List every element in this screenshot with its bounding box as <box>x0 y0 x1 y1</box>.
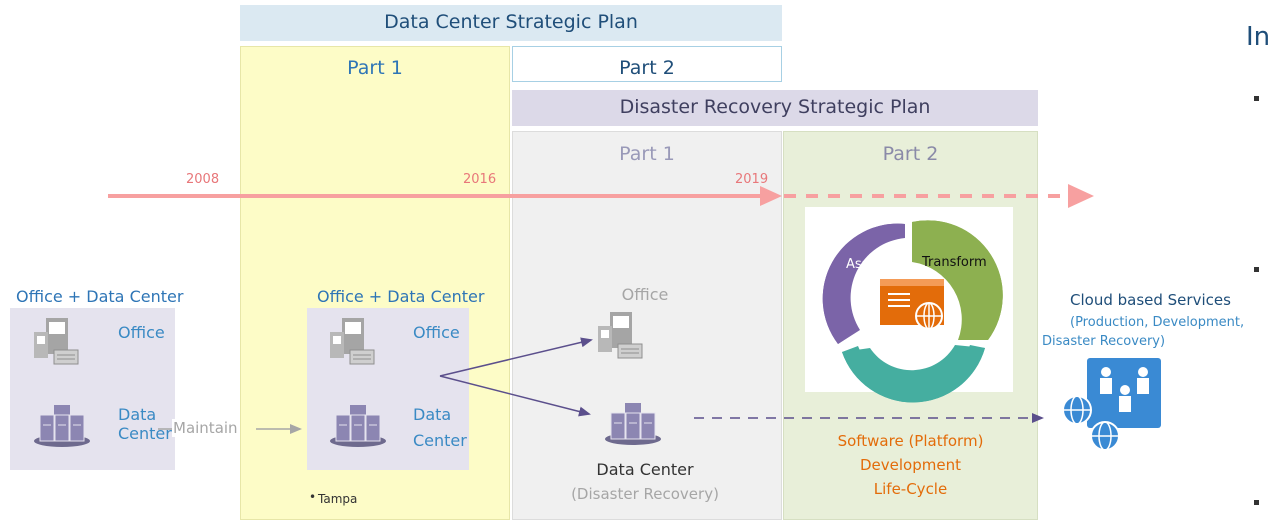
dr-plan-title: Disaster Recovery Strategic Plan <box>619 96 931 118</box>
middle-office-label: Office <box>413 323 460 342</box>
cycle-assess-label: Assess <box>846 257 890 272</box>
left-server-icon <box>33 404 91 448</box>
dc-part1-title: Part 1 <box>347 57 403 79</box>
maintain-label: Maintain <box>172 419 239 437</box>
cloud-title: Cloud based Services <box>1070 291 1231 309</box>
cycle-transform-label: Transform <box>921 255 987 270</box>
dc-plan-band <box>240 5 782 41</box>
application-web-icon <box>880 279 944 330</box>
split-arrow-datacenter <box>439 375 591 417</box>
dc-plan-title: Data Center Strategic Plan <box>384 11 638 33</box>
year-2008-label: 2008 <box>186 172 220 187</box>
timeline-future-head <box>1068 184 1094 208</box>
year-2019-label: 2019 <box>735 172 769 187</box>
middle-center-label: Center <box>413 431 467 450</box>
middle-data-label: Data <box>413 405 452 424</box>
bullet-marker-icon <box>1254 500 1259 505</box>
lifecycle-cycle-icon <box>822 220 1003 403</box>
dc-part2-band <box>512 46 782 82</box>
sdlc-line2: Development <box>860 456 961 474</box>
middle-site-title: Office + Data Center <box>317 287 485 306</box>
dr-server-icon <box>604 402 662 446</box>
middle-office-building-icon <box>329 317 375 365</box>
dr-part2-title: Part 2 <box>882 143 939 165</box>
dr-part1-title: Part 1 <box>619 143 675 165</box>
left-office-building-icon <box>33 317 79 365</box>
dr-datacenter-subtitle: (Disaster Recovery) <box>571 485 719 503</box>
year-2016-label: 2016 <box>463 172 497 187</box>
cloud-subtitle-1: (Production, Development, <box>1070 315 1245 330</box>
cloud-services-icon <box>1062 358 1161 451</box>
tampa-bullet-icon: • <box>309 490 317 504</box>
dr-office-building-icon <box>597 311 643 359</box>
cycle-retire-label: Retire <box>886 346 924 361</box>
middle-server-icon <box>329 404 387 448</box>
cloud-subtitle-2: Disaster Recovery) <box>1042 334 1166 349</box>
tampa-label: Tampa <box>318 492 358 506</box>
sdlc-line1: Software (Platform) <box>837 432 984 450</box>
left-data-label: Data <box>118 405 157 424</box>
left-office-label: Office <box>118 323 165 342</box>
timeline-head-2019 <box>760 186 782 206</box>
bullet-marker-icon <box>1254 267 1259 272</box>
dr-plan-band <box>512 90 1038 126</box>
dc-part2-title: Part 2 <box>619 57 675 79</box>
sdlc-line3: Life-Cycle <box>873 480 948 498</box>
left-site-title: Office + Data Center <box>16 287 184 306</box>
split-arrow-office <box>439 337 593 377</box>
bullet-marker-icon <box>1254 96 1259 101</box>
right-panel-heading: In <box>1246 22 1271 52</box>
dr-office-label: Office <box>621 285 669 304</box>
dr-datacenter-title: Data Center <box>596 460 694 479</box>
